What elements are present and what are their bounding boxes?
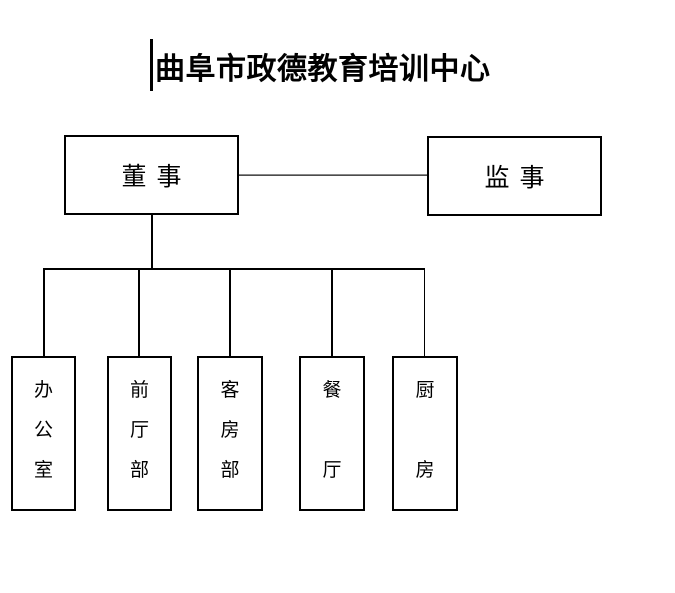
supervisor-box: 监事 [427, 136, 602, 216]
drop-line-kitchen [423, 268, 425, 356]
drop-line-front-desk [138, 268, 140, 356]
drop-line-housekeeping [229, 268, 231, 356]
department-label-char: 部 [129, 459, 149, 481]
department-box-office: 办 公 室 [11, 356, 76, 511]
department-box-kitchen: 厨 房 [392, 356, 458, 511]
title-leading-bar [150, 39, 153, 91]
department-label-char [394, 410, 456, 450]
department-label-char: 室 [33, 459, 53, 481]
department-label-char: 房 [415, 459, 435, 481]
link-director-supervisor [239, 174, 427, 176]
department-label-char: 房 [220, 419, 240, 441]
drop-line-restaurant [331, 268, 333, 356]
department-label-char [301, 410, 363, 450]
page-title: 曲阜市政德教育培训中心 [155, 52, 491, 87]
department-label-char: 办 [33, 379, 53, 401]
department-box-restaurant: 餐 厅 [299, 356, 365, 511]
director-down-stem [151, 215, 153, 269]
supervisor-label: 监事 [484, 163, 555, 192]
department-label-char: 部 [220, 459, 240, 481]
department-label-char: 厨 [415, 379, 435, 401]
department-label-char: 前 [129, 379, 149, 401]
department-box-front-desk: 前 厅 部 [107, 356, 172, 511]
department-label-char: 客 [220, 379, 240, 401]
department-label-char: 公 [33, 419, 53, 441]
department-label-char: 厅 [322, 459, 342, 481]
department-label-char: 餐 [322, 379, 342, 401]
drop-line-office [43, 268, 45, 356]
director-box: 董事 [64, 135, 239, 215]
department-box-housekeeping: 客 房 部 [197, 356, 263, 511]
director-label: 董事 [121, 162, 192, 191]
department-label-char: 厅 [129, 419, 149, 441]
departments-distribution-line [43, 268, 425, 270]
